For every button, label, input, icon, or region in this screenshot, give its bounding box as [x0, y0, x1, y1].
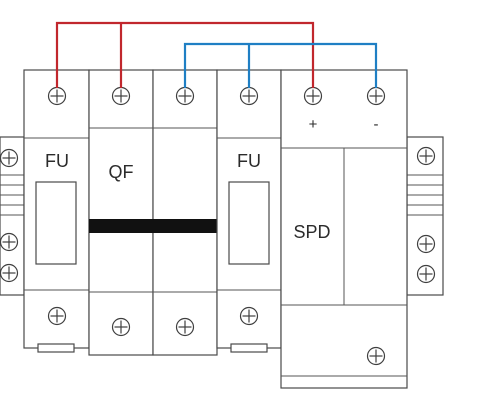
mounting-screw-icon — [416, 146, 436, 166]
fuse-left-label: FU — [45, 151, 69, 171]
terminal-screw-icon — [111, 86, 131, 106]
circuit-breaker: QF — [88, 69, 218, 356]
mounting-screw-icon — [416, 234, 436, 254]
terminal-screw-icon — [47, 306, 67, 326]
spd-label: SPD — [293, 222, 330, 242]
negative-wire — [183, 42, 378, 88]
terminal-screw-icon — [303, 86, 323, 106]
surge-protection-device: + - SPD — [280, 69, 408, 389]
breaker-handle — [89, 219, 217, 233]
breaker-label: QF — [109, 162, 134, 182]
left-din-mount — [0, 136, 25, 296]
mounting-screw-icon — [416, 264, 436, 284]
terminal-screw-icon — [239, 306, 259, 326]
terminal-screw-icon — [239, 86, 259, 106]
spd-negative-sign: - — [374, 116, 379, 133]
mounting-screw-icon — [0, 263, 19, 283]
terminal-screw-icon — [47, 86, 67, 106]
terminal-screw-icon — [111, 317, 131, 337]
fuse-holder-left: FU — [23, 69, 90, 353]
fuse-holder-right: FU — [216, 69, 282, 353]
mounting-screw-icon — [0, 232, 19, 252]
spd-positive-sign: + — [309, 116, 318, 133]
terminal-screw-icon — [175, 317, 195, 337]
terminal-screw-icon — [175, 86, 195, 106]
fuse-right-label: FU — [237, 151, 261, 171]
mounting-screw-icon — [0, 148, 19, 168]
terminal-screw-icon — [366, 86, 386, 106]
terminal-screw-icon — [366, 346, 386, 366]
positive-wire — [55, 21, 315, 88]
right-din-mount — [406, 136, 444, 296]
